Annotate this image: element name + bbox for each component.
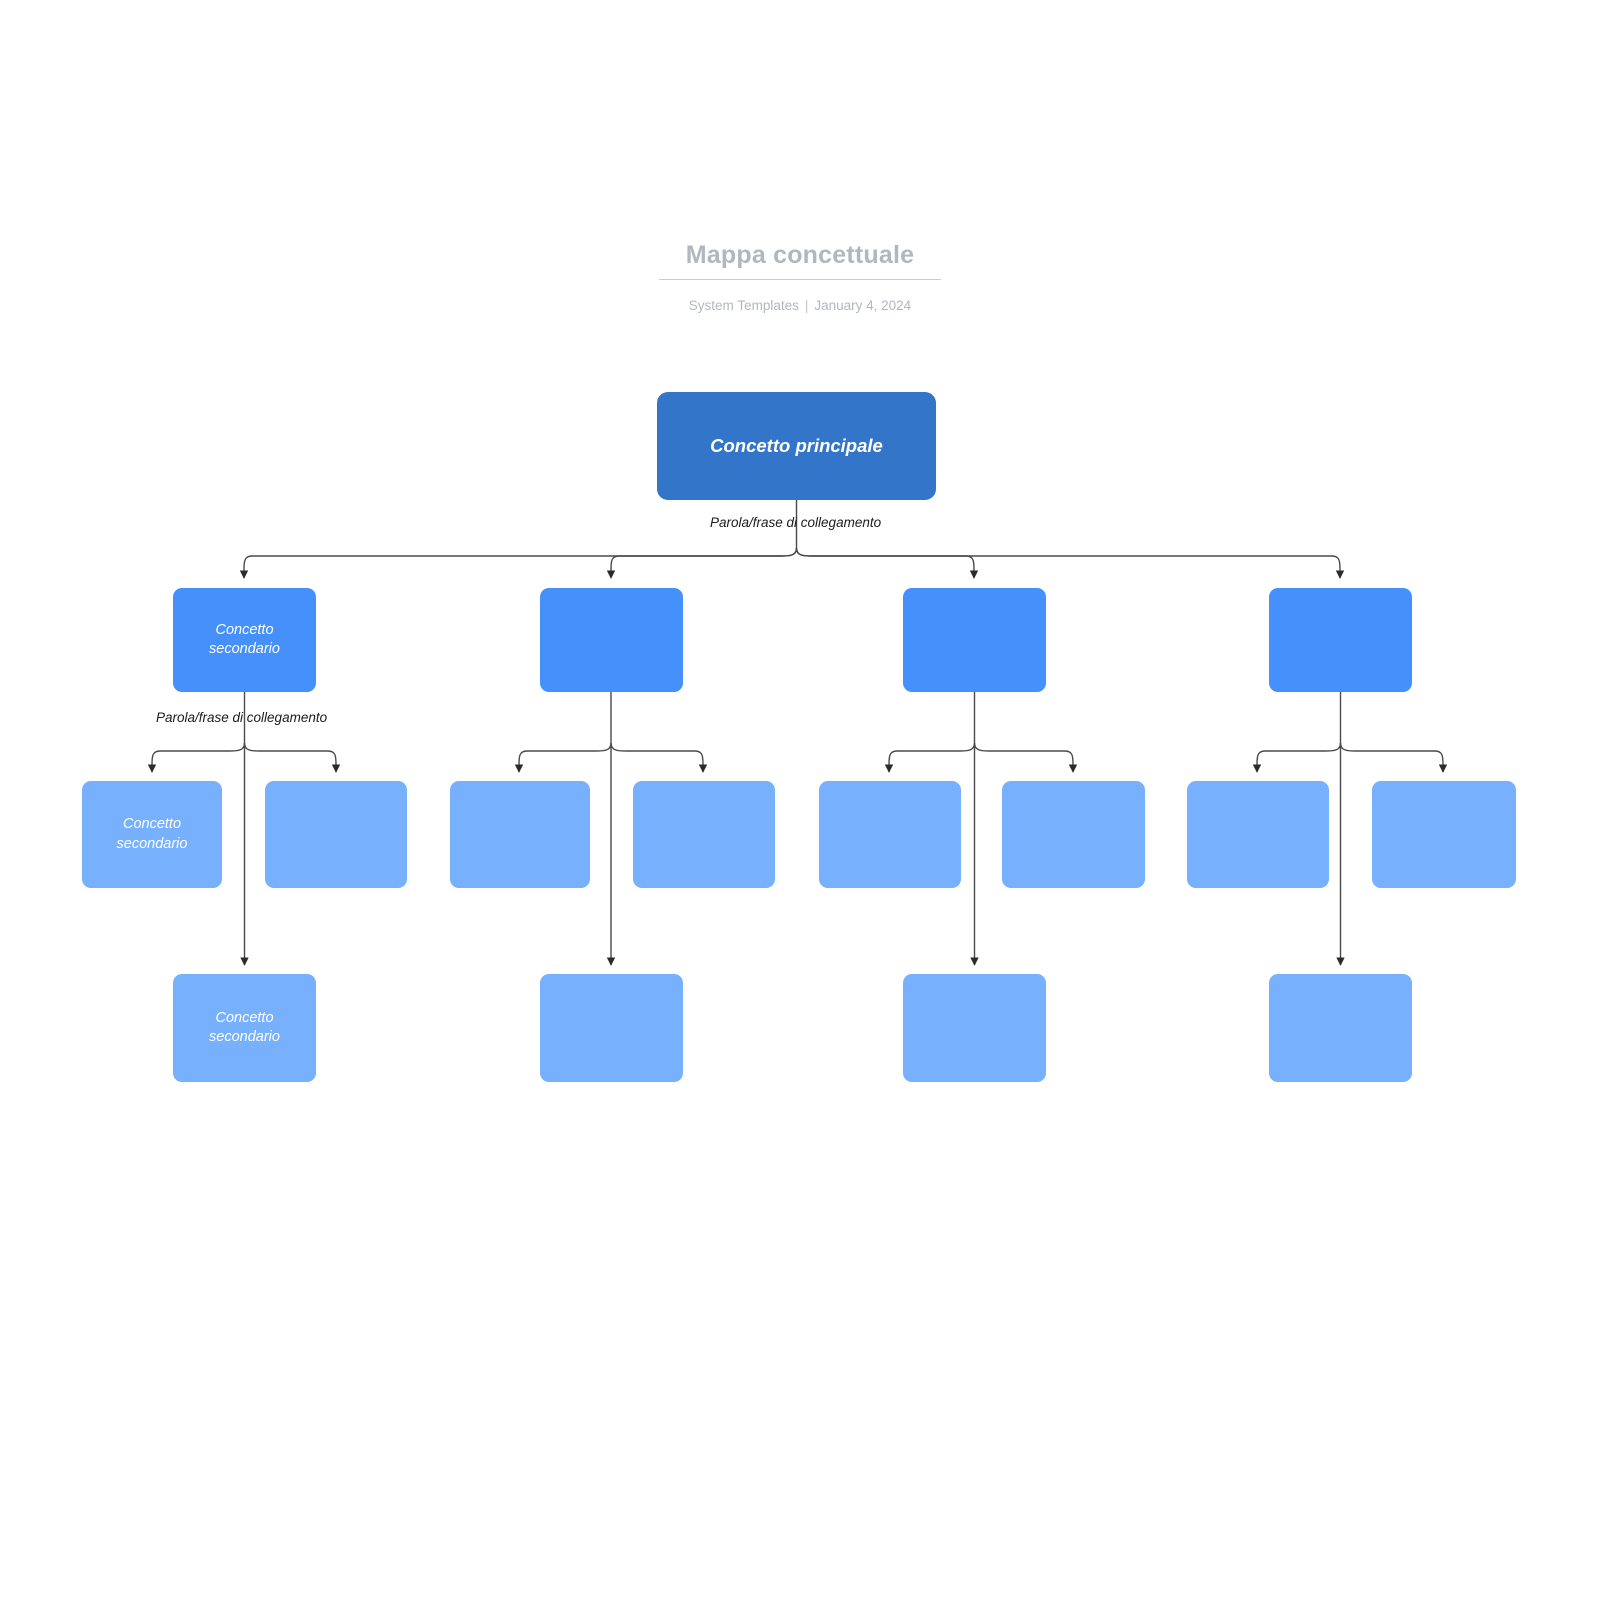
node-level4-3[interactable] <box>903 974 1046 1082</box>
connector-branch3-right <box>973 742 1078 773</box>
subtitle-separator: | <box>804 298 809 313</box>
document-subtitle: System Templates | January 4, 2024 <box>0 297 1600 315</box>
node-level2-4[interactable] <box>1269 588 1412 692</box>
node-level3-1[interactable]: Concetto secondario <box>82 781 222 888</box>
subtitle-date: January 4, 2024 <box>814 298 912 313</box>
connector-root-bus-right <box>795 547 1345 579</box>
title-divider <box>659 279 941 280</box>
node-level2-2[interactable] <box>540 588 683 692</box>
connector-root-bus-left <box>239 547 798 579</box>
node-level2-1[interactable]: Concetto secondario <box>173 588 316 692</box>
connector-branch3-left <box>884 742 976 773</box>
node-root[interactable]: Concetto principale <box>657 392 936 500</box>
page-title: Mappa concettuale <box>685 241 915 269</box>
connector-label-root: Parola/frase di collegamento <box>710 515 882 530</box>
node-level4-1[interactable]: Concetto secondario <box>173 974 316 1082</box>
node-level4-2[interactable] <box>540 974 683 1082</box>
node-level2-3[interactable] <box>903 588 1046 692</box>
connector-branch4-left <box>1252 742 1342 773</box>
node-level3-6[interactable] <box>1002 781 1145 888</box>
node-level3-8[interactable] <box>1372 781 1516 888</box>
connector-branch1-left <box>147 742 246 773</box>
connector-branch2-left <box>514 742 612 773</box>
node-level3-2[interactable] <box>265 781 407 888</box>
connector-root-bus-midleft <box>606 547 798 579</box>
connector-root-bus-midright <box>795 547 979 579</box>
connector-branch4-right <box>1339 742 1448 773</box>
connector-label-branch1: Parola/frase di collegamento <box>156 710 328 725</box>
connector-branch1-right <box>243 742 341 773</box>
node-level3-5[interactable] <box>819 781 961 888</box>
connector-branch2-right <box>610 742 708 773</box>
document-header: Mappa concettuale System Templates | Janua… <box>0 238 1600 315</box>
subtitle-author: System Templates <box>688 298 799 313</box>
node-level3-7[interactable] <box>1187 781 1329 888</box>
node-level4-4[interactable] <box>1269 974 1412 1082</box>
node-level3-3[interactable] <box>450 781 590 888</box>
node-level3-4[interactable] <box>633 781 775 888</box>
